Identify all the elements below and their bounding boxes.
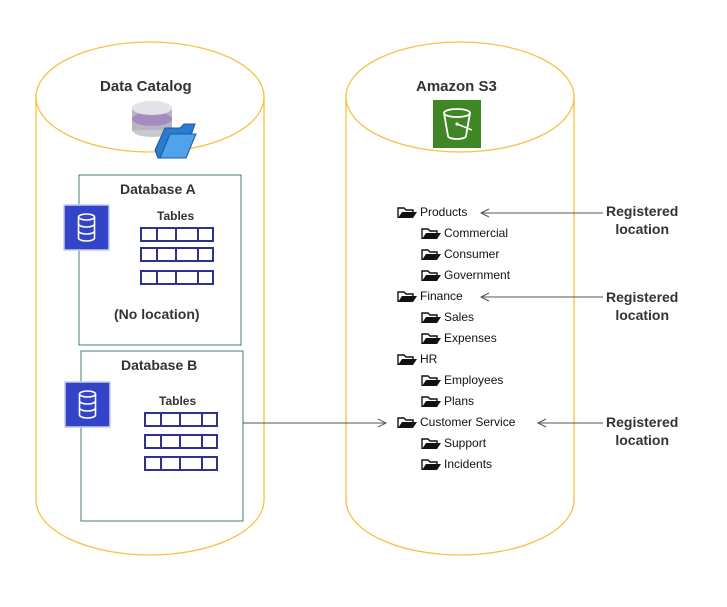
folder-icon (397, 354, 417, 365)
folder-icon (421, 228, 441, 239)
arrows (243, 208, 603, 428)
s3-cylinder (345, 41, 575, 556)
s3-folder-item[interactable]: Consumer (444, 247, 500, 261)
s3-folder-item[interactable]: Incidents (444, 457, 493, 471)
database-b-tables-icon (144, 412, 218, 471)
database-a-box (78, 174, 242, 346)
folder-icon (421, 459, 441, 470)
s3-folder-item[interactable]: Finance (420, 289, 463, 303)
registered-location-label: Registered location (606, 203, 679, 237)
database-a-tables-icon (140, 227, 214, 285)
folder-icon (421, 270, 441, 281)
s3-title: Amazon S3 (416, 78, 497, 95)
s3-folder-item[interactable]: Commercial (444, 226, 509, 240)
folder-icon (421, 249, 441, 260)
s3-folder-item[interactable]: Products (420, 205, 468, 219)
s3-folder-item[interactable]: Plans (444, 394, 475, 408)
s3-folder-item[interactable]: Employees (444, 373, 504, 387)
database-b-title: Database B (121, 357, 198, 373)
registered-location-label: Registered location (606, 414, 679, 448)
folder-icon (397, 417, 417, 428)
folder-icon (421, 396, 441, 407)
s3-folder-item[interactable]: HR (420, 352, 438, 366)
database-icon (63, 204, 110, 251)
database-folder-icon (132, 101, 197, 159)
folder-icons (397, 207, 441, 470)
s3-folder-item[interactable]: Expenses (444, 331, 497, 345)
catalog-cylinder (35, 41, 265, 556)
database-a-title: Database A (120, 181, 196, 197)
folder-icon (421, 438, 441, 449)
database-icon (64, 381, 111, 428)
folder-icon (421, 375, 441, 386)
s3-folder-item[interactable]: Customer Service (420, 415, 516, 429)
s3-folder-item[interactable]: Support (444, 436, 487, 450)
s3-folder-item[interactable]: Government (444, 268, 511, 282)
s3-folder-item[interactable]: Sales (444, 310, 475, 324)
database-a-tables-label: Tables (157, 209, 195, 223)
folder-icon (421, 312, 441, 323)
catalog-title: Data Catalog (100, 78, 192, 95)
folder-icon (397, 207, 417, 218)
folder-icon (397, 291, 417, 302)
database-b-box (80, 350, 244, 522)
database-a-note: (No location) (114, 306, 200, 322)
database-b-tables-label: Tables (159, 394, 197, 408)
folder-icon (421, 333, 441, 344)
s3-bucket-icon (433, 100, 481, 148)
registered-location-label: Registered location (606, 289, 679, 323)
